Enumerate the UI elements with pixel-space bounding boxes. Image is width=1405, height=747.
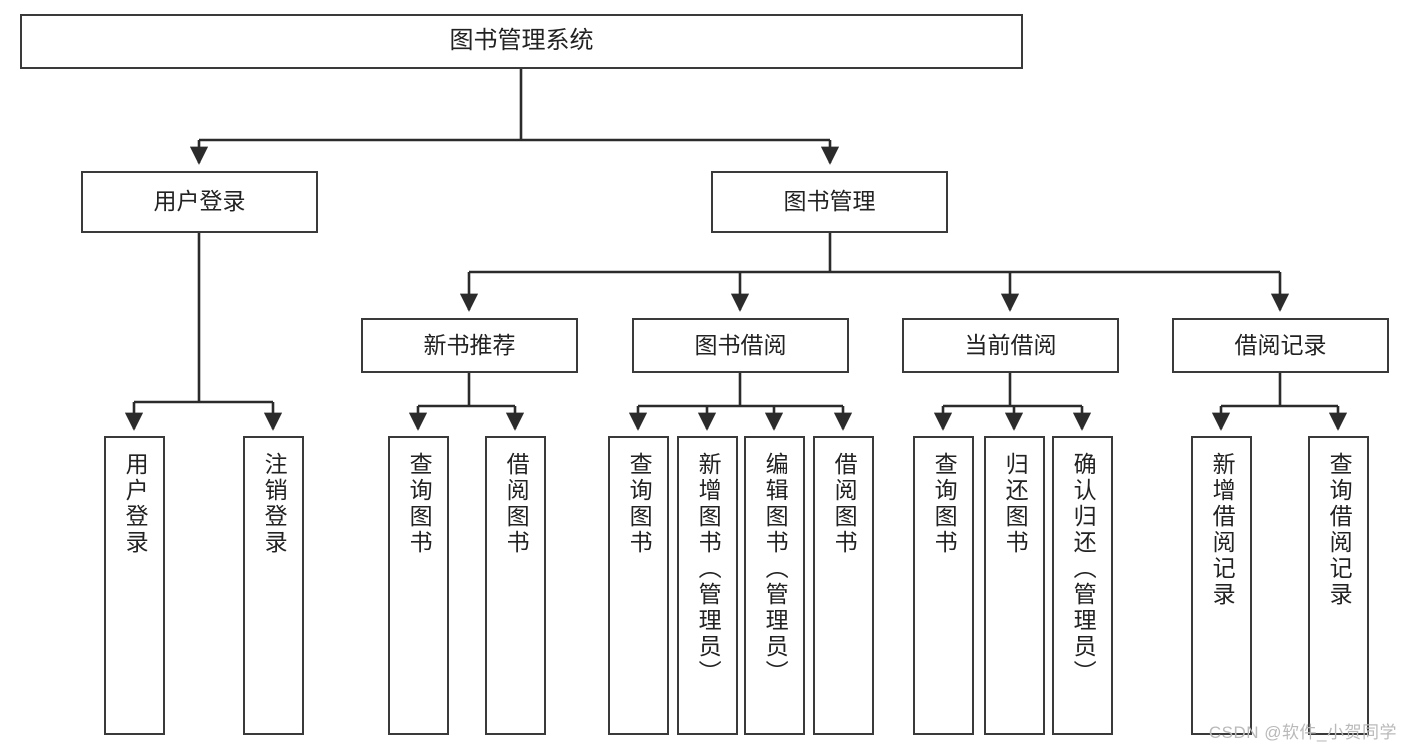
- leaf-query-book-current[interactable]: 查询图书: [913, 436, 974, 735]
- leaf-query-borrow-record[interactable]: 查询借阅记录: [1308, 436, 1369, 735]
- node-label: 借阅图书: [503, 452, 530, 556]
- leaf-return-book[interactable]: 归还图书: [984, 436, 1045, 735]
- leaf-add-book-admin[interactable]: 新增图书（管理员）: [677, 436, 738, 735]
- node-label: 归还图书: [1002, 452, 1029, 556]
- node-borrow-record[interactable]: 借阅记录: [1172, 318, 1389, 373]
- node-label: 用户登录: [122, 452, 149, 556]
- leaf-edit-book-admin[interactable]: 编辑图书（管理员）: [744, 436, 805, 735]
- node-label: 查询图书: [406, 452, 433, 556]
- node-label: 查询图书: [626, 452, 653, 556]
- node-label: 编辑图书（管理员）: [762, 452, 789, 686]
- leaf-borrow-book[interactable]: 借阅图书: [813, 436, 874, 735]
- node-label: 新增借阅记录: [1209, 452, 1236, 608]
- node-user-login[interactable]: 用户登录: [81, 171, 318, 233]
- node-book-borrow[interactable]: 图书借阅: [632, 318, 849, 373]
- node-label: 借阅图书: [831, 452, 858, 556]
- node-root[interactable]: 图书管理系统: [20, 14, 1023, 69]
- node-current-borrow[interactable]: 当前借阅: [902, 318, 1119, 373]
- node-label: 图书借阅: [694, 331, 787, 358]
- leaf-confirm-return-admin[interactable]: 确认归还（管理员）: [1052, 436, 1113, 735]
- node-book-management[interactable]: 图书管理: [711, 171, 948, 233]
- node-label: 当前借阅: [964, 331, 1057, 358]
- node-label: 借阅记录: [1234, 331, 1327, 358]
- node-label: 注销登录: [261, 452, 288, 556]
- leaf-query-book-recommend[interactable]: 查询图书: [388, 436, 449, 735]
- node-label: 用户登录: [153, 188, 246, 215]
- leaf-add-borrow-record[interactable]: 新增借阅记录: [1191, 436, 1252, 735]
- csdn-watermark: CSDN @软件_小贺同学: [1208, 723, 1397, 742]
- node-new-book-recommend[interactable]: 新书推荐: [361, 318, 578, 373]
- node-label: 查询图书: [931, 452, 958, 556]
- connectors-root: [124, 69, 1348, 431]
- node-label: 新增图书（管理员）: [695, 452, 722, 686]
- leaf-borrow-book-recommend[interactable]: 借阅图书: [485, 436, 546, 735]
- node-label: 确认归还（管理员）: [1070, 452, 1097, 686]
- node-label: 图书管理: [783, 188, 876, 215]
- leaf-query-book-borrow[interactable]: 查询图书: [608, 436, 669, 735]
- node-label: 图书管理系统: [449, 27, 594, 55]
- leaf-user-login[interactable]: 用户登录: [104, 436, 165, 735]
- node-label: 新书推荐: [423, 331, 516, 358]
- leaf-logout[interactable]: 注销登录: [243, 436, 304, 735]
- node-label: 查询借阅记录: [1326, 452, 1353, 608]
